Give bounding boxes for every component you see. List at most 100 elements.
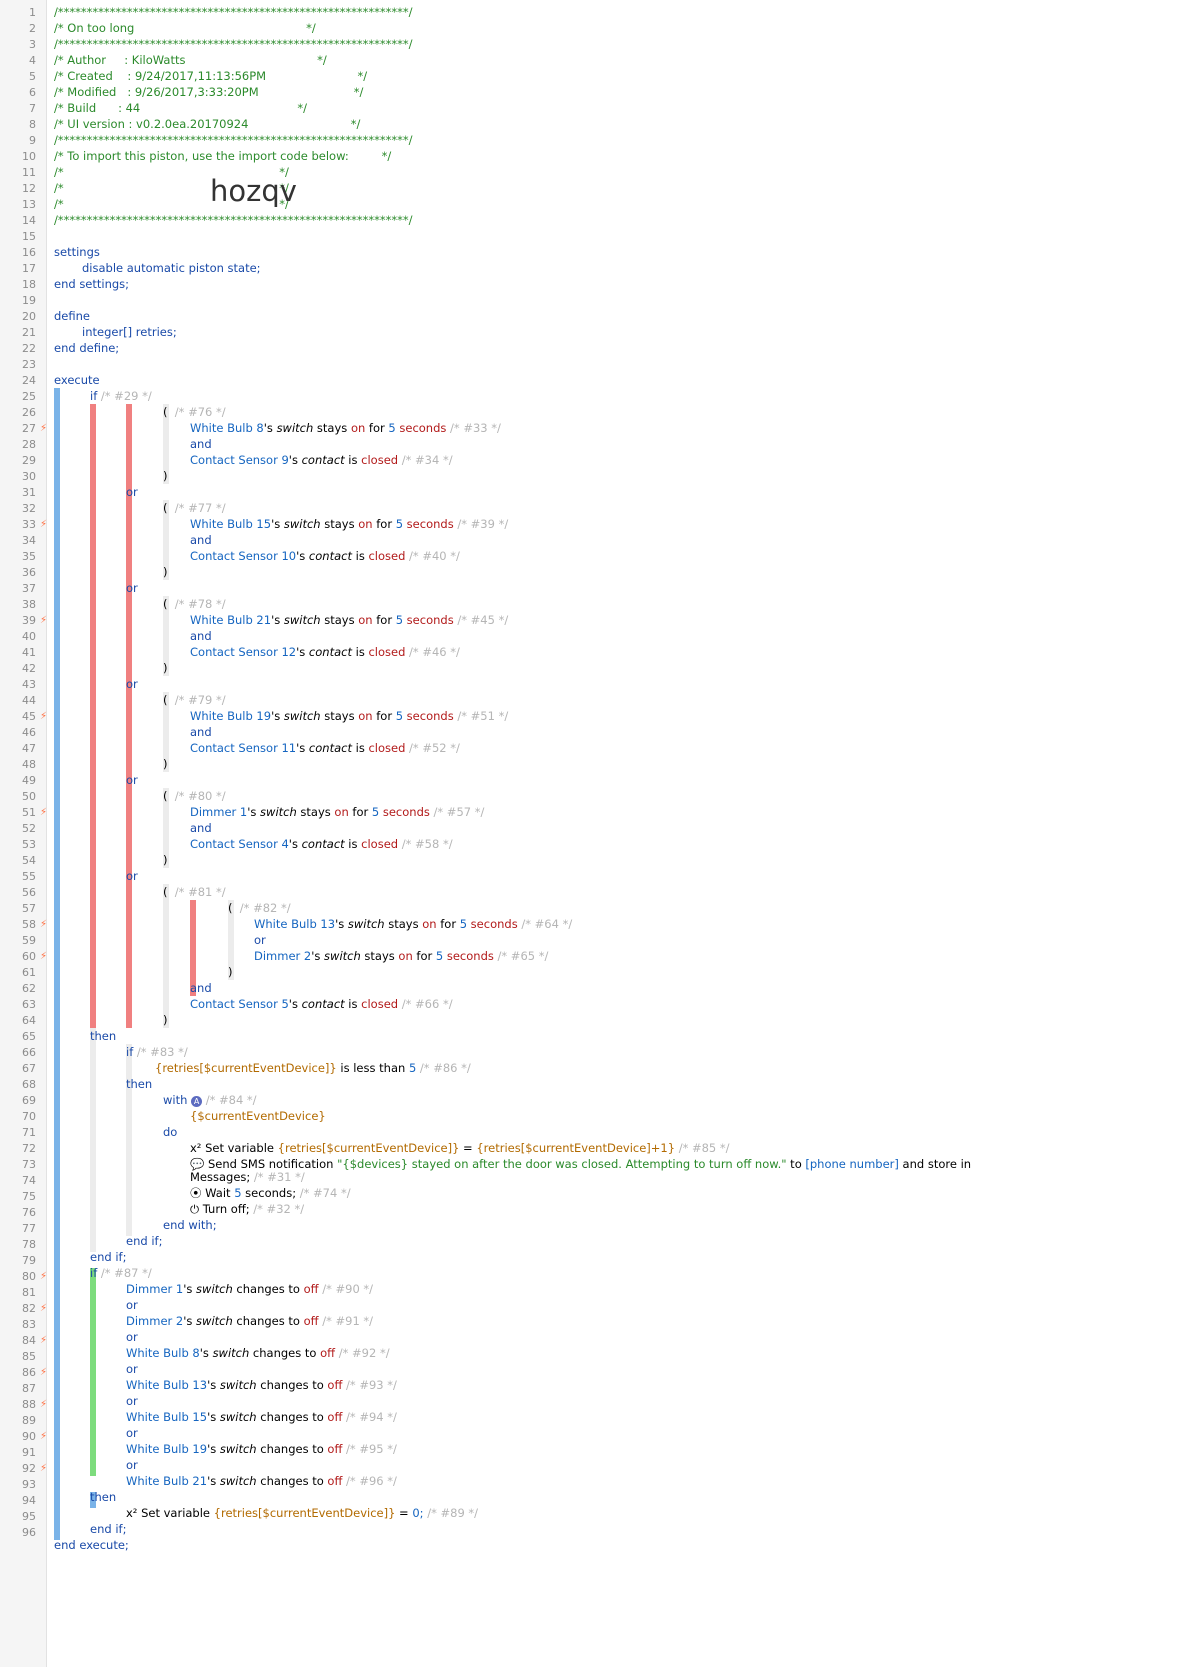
line-number: 75 [22, 1190, 36, 1203]
nested-or-bar [190, 900, 196, 996]
line-number: 79 [22, 1254, 36, 1267]
device-name: Contact Sensor 12 [190, 645, 297, 659]
code-line: settings [54, 244, 100, 261]
device-name: White Bulb 19 [190, 709, 272, 723]
condition: White Bulb 15's switch stays on for 5 se… [190, 516, 508, 533]
code-token: for [372, 709, 396, 723]
paren: ) [163, 661, 168, 675]
code-token: and store in [898, 1157, 972, 1171]
paren: ( [163, 501, 168, 515]
comment: /* #87 */ [97, 1265, 152, 1280]
group-bg [163, 788, 169, 868]
code-line: then [126, 1076, 152, 1093]
comment: /* #31 */ [250, 1169, 305, 1184]
code-line: or [126, 772, 138, 789]
code-line: end with; [163, 1217, 217, 1234]
line-number: 82 [22, 1302, 36, 1315]
number: 5 [435, 949, 444, 963]
code-token: stays [360, 949, 399, 963]
code-line: or [126, 580, 138, 597]
header-line: /* */ [54, 196, 289, 213]
line-number: 54 [22, 854, 36, 867]
action: Messages; /* #31 */ [190, 1169, 305, 1186]
condition: Contact Sensor 10's contact is closed /*… [190, 548, 460, 565]
code-token: 's [207, 1377, 220, 1392]
device-name: White Bulb 8 [190, 421, 264, 435]
line-number: 23 [22, 358, 36, 371]
trigger-bolt-icon: ⚡ [40, 1367, 48, 1378]
comment: /* #78 */ [167, 597, 226, 611]
line-number: 61 [22, 966, 36, 979]
number: 5 [395, 709, 404, 723]
do-keyword: do [163, 1125, 178, 1139]
paren: ) [163, 853, 168, 867]
variable: {retries[$currentEventDevice]} [155, 1061, 337, 1075]
comment: /* #89 */ [423, 1505, 479, 1520]
line-number: 86 [22, 1366, 36, 1379]
if-condition-bar [90, 404, 96, 1028]
condition: White Bulb 21's switch stays on for 5 se… [190, 612, 508, 629]
code-token: changes to [232, 1281, 304, 1296]
code-token: 's [296, 645, 309, 659]
number: 5 [234, 1185, 242, 1200]
line-number: 20 [22, 310, 36, 323]
code-token: for [372, 517, 396, 531]
code-line: ( /* #80 */ [163, 788, 226, 805]
line-number: 65 [22, 1030, 36, 1043]
code-line: disable automatic piston state; [82, 260, 261, 277]
comment: /* #96 */ [342, 1473, 397, 1488]
code-token: stays [384, 917, 423, 931]
header-line: /***************************************… [54, 36, 413, 53]
line-number: 69 [22, 1094, 36, 1107]
line-number: 87 [22, 1382, 36, 1395]
header-line: /***************************************… [54, 4, 413, 21]
condition: White Bulb 19's switch changes to off /*… [126, 1441, 397, 1458]
condition: White Bulb 8's switch stays on for 5 sec… [190, 420, 501, 437]
attribute: switch [219, 1473, 257, 1488]
code-line: ) [163, 1012, 168, 1029]
value: on [358, 517, 373, 531]
code-line: {$currentEventDevice} [190, 1108, 326, 1125]
paren: ) [163, 469, 168, 483]
variable: {retries[$currentEventDevice]+1} [476, 1141, 676, 1155]
line-number: 58 [22, 918, 36, 931]
line-number: 3 [29, 38, 36, 51]
attribute: switch [196, 1313, 233, 1328]
code-token: = [459, 1141, 477, 1155]
header-line: /* */ [54, 180, 289, 197]
comment: /* #45 */ [453, 613, 509, 627]
line-number: 14 [22, 214, 36, 227]
line-number: 6 [29, 86, 36, 99]
line-number: 41 [22, 646, 36, 659]
code-line: integer[] retries; [82, 324, 177, 341]
header-line: /***************************************… [54, 132, 413, 149]
header-comment: /* UI version : v0.2.0ea.20170924 */ [54, 117, 361, 131]
device-name: Contact Sensor 5 [190, 997, 289, 1011]
condition: White Bulb 19's switch stays on for 5 se… [190, 708, 508, 725]
comment: /* #46 */ [405, 645, 460, 659]
or-keyword: or [126, 1393, 138, 1408]
line-number: 73 [22, 1158, 36, 1171]
header-line: /* Modified : 9/26/2017,3:33:20PM */ [54, 84, 363, 101]
line-number: 37 [22, 582, 36, 595]
code-token: stays [320, 709, 359, 723]
code-line: then [90, 1489, 116, 1506]
paren: ) [228, 965, 233, 979]
line-number: 72 [22, 1142, 36, 1155]
code-line: execute [54, 372, 100, 389]
code-token: is less than [336, 1061, 409, 1075]
comment: /* #82 */ [232, 901, 291, 915]
line-number: 30 [22, 470, 36, 483]
device-name: White Bulb 13 [254, 917, 336, 931]
unit: seconds [443, 949, 494, 963]
line-number: 67 [22, 1062, 36, 1075]
attribute: contact [308, 549, 352, 563]
code-token: is [351, 741, 369, 755]
header-comment: /* */ [54, 181, 289, 195]
code-line: or [126, 1361, 138, 1378]
line-number: 68 [22, 1078, 36, 1091]
code-line: if /* #29 */ [90, 388, 152, 405]
action: x² Set variable {retries[$currentEventDe… [190, 1140, 730, 1157]
if-keyword: if [90, 1265, 98, 1280]
line-number: 24 [22, 374, 36, 387]
